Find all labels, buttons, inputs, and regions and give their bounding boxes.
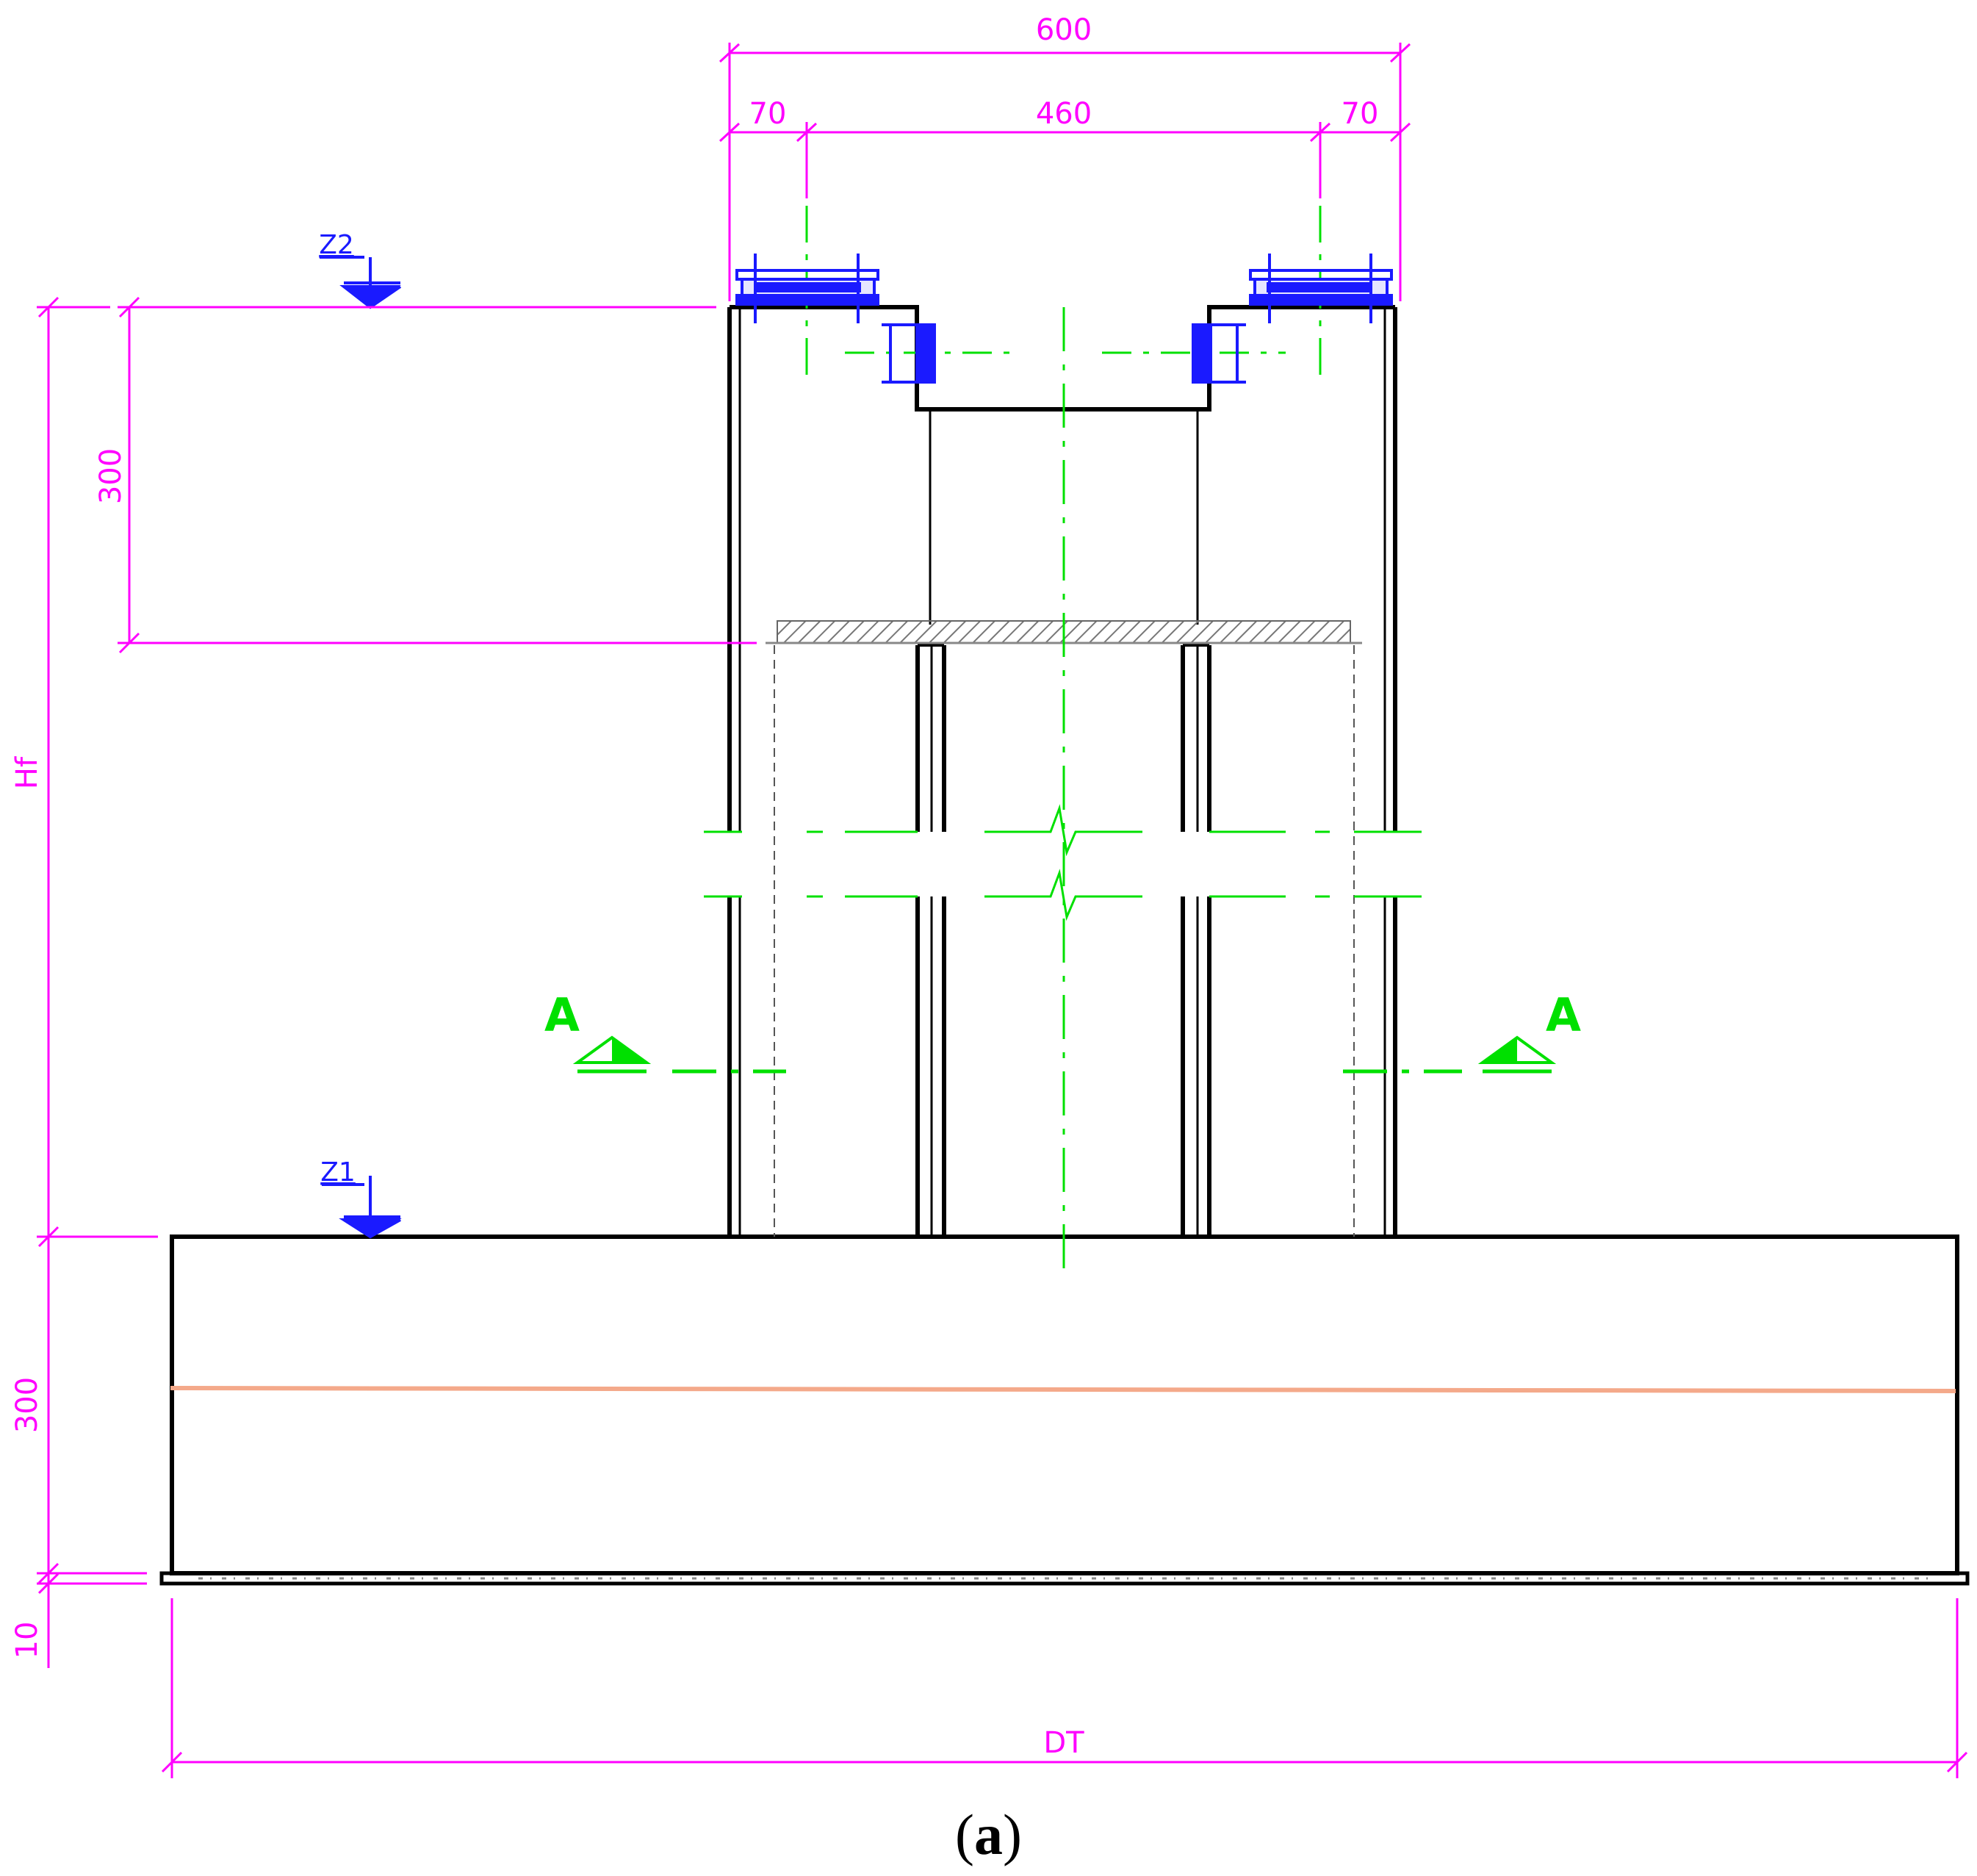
inner-column-right — [1181, 644, 1211, 1237]
break-lines — [704, 804, 1422, 921]
section-label-left: A — [544, 988, 580, 1042]
section-mark-right — [1343, 1035, 1557, 1074]
dim-total-height: Hf — [10, 756, 44, 789]
elevation-marker-top — [320, 256, 402, 309]
elevation-label-bottom: Z1 — [320, 1157, 356, 1187]
top-notch-outline — [730, 305, 1395, 412]
base-plate — [159, 1571, 1970, 1586]
dim-upper-height: 300 — [94, 448, 128, 504]
section-mark-left — [572, 1035, 786, 1074]
dim-total-width: 600 — [1036, 13, 1092, 47]
anchor-plate-right — [1192, 323, 1246, 384]
inner-column-left — [915, 644, 946, 1237]
dim-middle-width: 460 — [1036, 97, 1092, 131]
elevation-marker-bottom — [322, 1176, 402, 1239]
figure-caption: (a) — [955, 1803, 1022, 1866]
dim-base-plate: 10 — [10, 1622, 44, 1659]
hidden-lines — [774, 645, 1355, 1237]
anchor-plate-left — [882, 323, 936, 384]
dimension-lines — [37, 43, 1968, 1778]
dim-base-height: 300 — [10, 1377, 44, 1433]
bearing-right — [1249, 254, 1393, 323]
dim-right-offset: 70 — [1342, 97, 1379, 131]
rebar-line — [170, 1386, 1956, 1393]
bearing-left — [735, 254, 879, 323]
centerlines — [805, 206, 1322, 1275]
elevation-label-top: Z2 — [319, 230, 354, 260]
dim-base-width: DT — [1043, 1726, 1084, 1760]
section-label-right: A — [1546, 988, 1581, 1042]
dim-left-offset: 70 — [749, 97, 787, 131]
caption-letter: a — [974, 1803, 1003, 1866]
foundation-base — [170, 1235, 1959, 1575]
